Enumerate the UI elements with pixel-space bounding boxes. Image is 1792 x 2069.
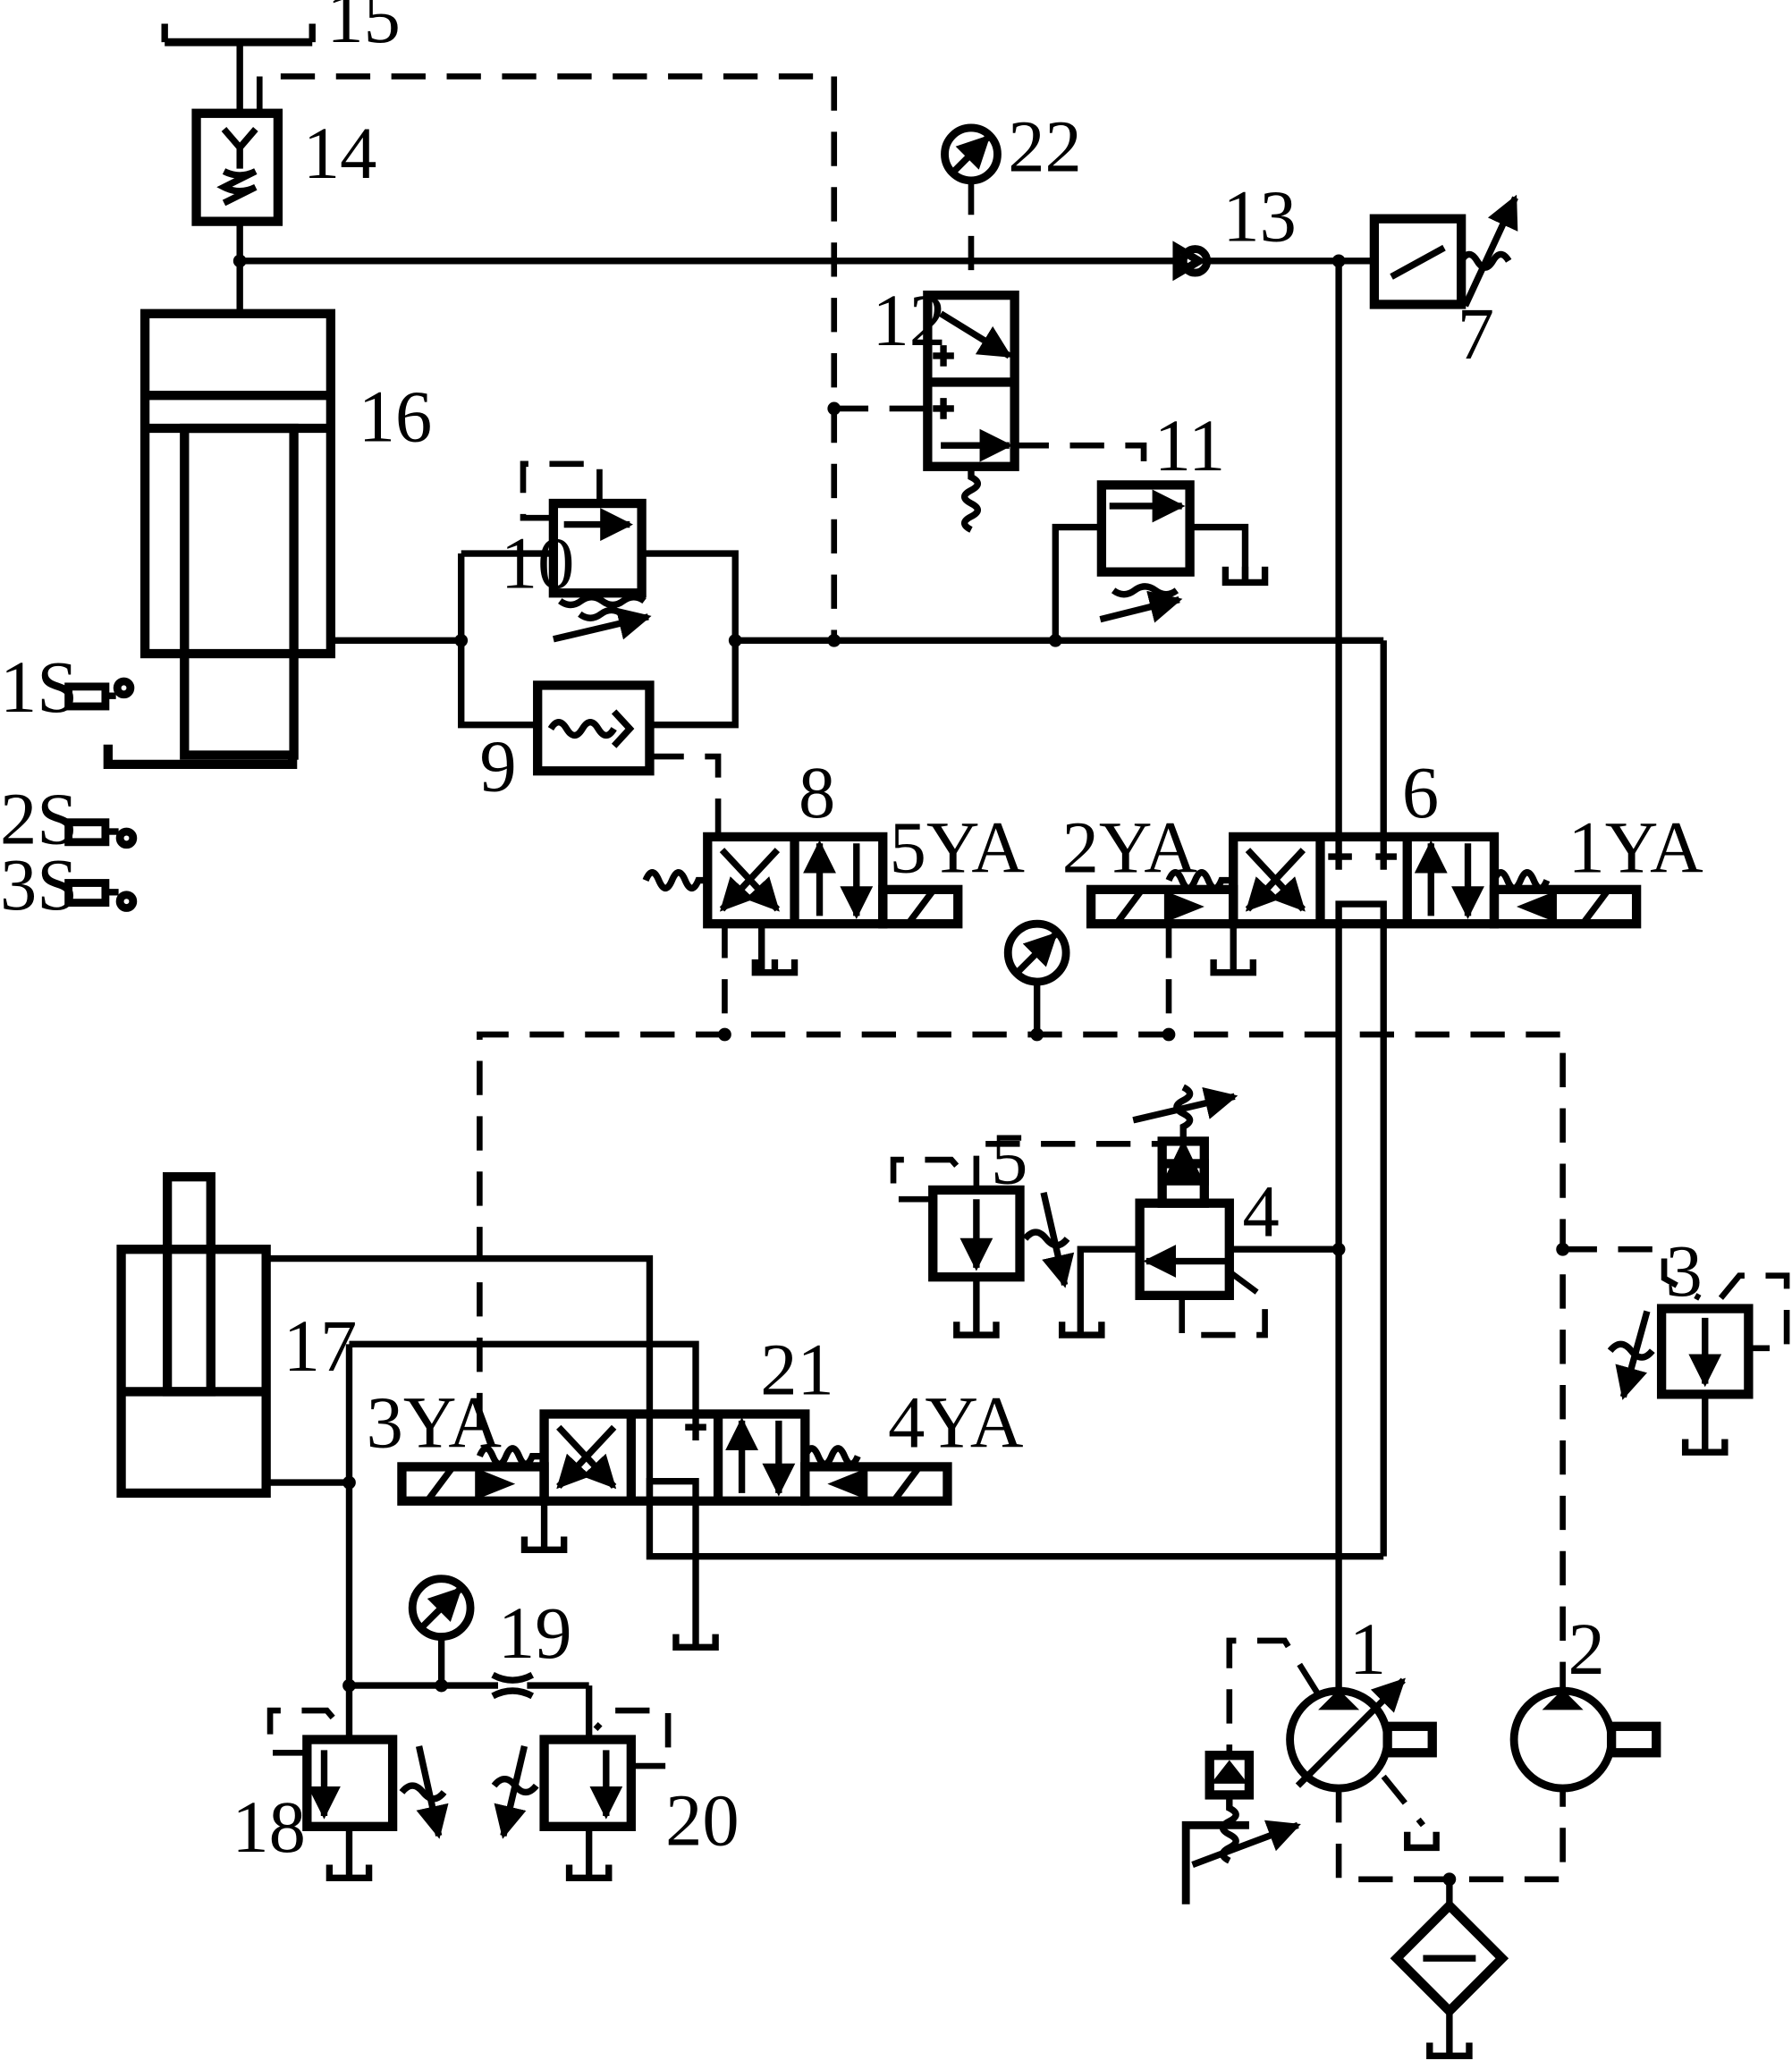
limit-switch-1s [64, 677, 135, 711]
gauge-19 [408, 1575, 475, 1686]
variable-pump-1 [1181, 1637, 1440, 1904]
label-2: 2 [1568, 1608, 1605, 1690]
auxiliary-cylinder-17 [116, 1172, 1384, 1560]
label-13: 13 [1222, 175, 1297, 258]
prefill-valve-14 [191, 108, 283, 314]
label-19: 19 [498, 1592, 572, 1674]
valve-12 [833, 290, 1147, 533]
label-1s: 1S [0, 646, 78, 728]
label-3: 3 [1666, 1229, 1703, 1312]
label-1: 1 [1349, 1608, 1386, 1690]
relief-valve-18 [266, 1707, 449, 1881]
label-16: 16 [359, 376, 433, 458]
label-3s: 3S [0, 843, 78, 925]
label-4: 4 [1243, 1170, 1280, 1252]
relief-valve-11 [1052, 480, 1269, 641]
label-22: 22 [1008, 106, 1082, 188]
label-7: 7 [1458, 292, 1494, 375]
label-5ya: 5YA [890, 806, 1025, 889]
label-6: 6 [1402, 751, 1439, 833]
label-2s: 2S [0, 777, 78, 859]
label-20: 20 [665, 1778, 740, 1861]
gauge-pilot [1003, 919, 1070, 1034]
directional-valve-8 [642, 832, 963, 1034]
main-cylinder-16 [103, 308, 336, 770]
relief-valve-3 [1562, 1246, 1790, 1456]
label-12: 12 [872, 279, 946, 361]
sequence-valve-10 [520, 460, 652, 643]
label-2ya: 2YA [1062, 806, 1197, 889]
label-17: 17 [283, 1305, 358, 1387]
gauge-22 [941, 123, 1002, 296]
check-valve-9 [533, 680, 722, 837]
label-3ya: 3YA [367, 1381, 502, 1463]
directional-valve-6 [1086, 832, 1642, 1034]
label-4ya: 4YA [888, 1381, 1023, 1463]
label-10: 10 [501, 521, 575, 604]
fixed-pump-2 [1509, 1686, 1661, 1793]
relief-valve-20 [491, 1707, 672, 1881]
label-5: 5 [991, 1118, 1027, 1200]
directional-valve-21 [397, 1409, 952, 1651]
check-valve-13 [1172, 241, 1374, 282]
reducing-valve-4 [1058, 1084, 1340, 1339]
label-9: 9 [479, 724, 516, 806]
label-21: 21 [760, 1328, 834, 1410]
label-1ya: 1YA [1568, 806, 1703, 889]
throttle-19 [491, 1671, 535, 1700]
platen-15 [161, 23, 316, 114]
label-8: 8 [799, 751, 835, 833]
pressure-switch-7 [1369, 194, 1518, 309]
limit-switch-2s [64, 818, 138, 849]
label-14: 14 [303, 112, 377, 194]
relief-valve-5 [890, 1141, 1162, 1339]
label-11: 11 [1154, 404, 1225, 486]
label-18: 18 [232, 1786, 306, 1868]
label-15: 15 [326, 0, 401, 58]
filter [1390, 1879, 1509, 2059]
limit-switch-3s [64, 879, 138, 912]
